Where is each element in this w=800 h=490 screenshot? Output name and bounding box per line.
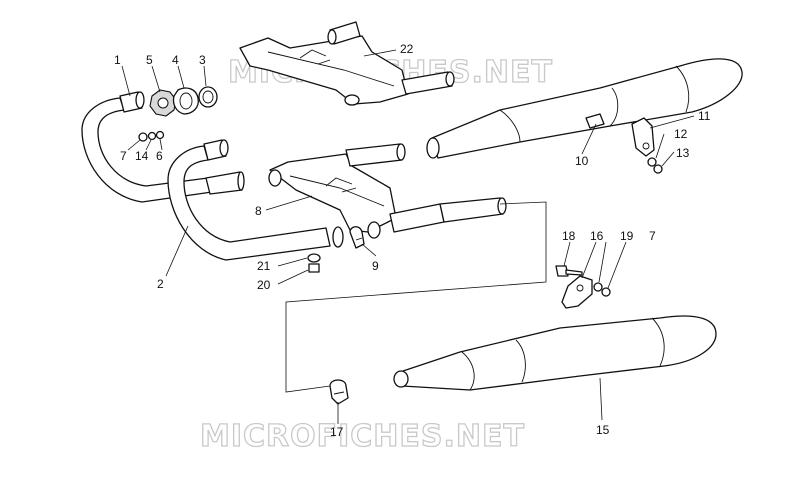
muffler-clip-top: [585, 113, 605, 129]
callout-22: 22: [400, 42, 414, 56]
callout-20: 20: [257, 278, 271, 292]
washer-6: [155, 130, 165, 140]
assembly-line: [285, 201, 547, 393]
exhaust-flange: [172, 87, 199, 115]
callout-7: 7: [120, 149, 127, 163]
washer-19: [593, 282, 603, 292]
callout-17: 17: [330, 425, 344, 439]
muffler-mount-bracket-top: [631, 117, 655, 157]
header-pipe-left: [81, 91, 245, 203]
callout-14: 14: [135, 149, 149, 163]
flange-nut: [149, 89, 177, 117]
callout-6: 6: [156, 149, 163, 163]
pipe-clamp-17: [329, 379, 349, 405]
callout-15: 15: [596, 423, 610, 437]
nut-13: [653, 164, 663, 174]
callout-3: 3: [199, 53, 206, 67]
callout-5: 5: [146, 53, 153, 67]
nut-7-lower: [601, 287, 611, 297]
gasket-ring: [198, 86, 218, 108]
callout-12: 12: [674, 127, 688, 141]
callout-1: 1: [114, 53, 121, 67]
callout-10: 10: [575, 154, 589, 168]
callout-9: 9: [372, 259, 379, 273]
muffler-mount-bracket-lower: [561, 275, 593, 309]
callout-21: 21: [257, 259, 271, 273]
callout-13: 13: [676, 146, 690, 160]
callout-19: 19: [620, 229, 634, 243]
nut-7: [138, 132, 148, 142]
washer-21: [307, 253, 321, 263]
callout-2: 2: [157, 277, 164, 291]
callout-18: 18: [562, 229, 576, 243]
callout-16: 16: [590, 229, 604, 243]
callout-labels: 1 5 4 3 22 7 14 6 11 12 13 10 8 18 16 19…: [114, 42, 711, 439]
crossover-pipe-top: [239, 21, 455, 106]
pipe-clamp-9: [349, 226, 365, 249]
leader-lines: [121, 49, 695, 424]
header-pipe-right: [167, 139, 344, 261]
callout-11: 11: [698, 109, 711, 123]
callout-7-right: 7: [649, 229, 656, 243]
crossover-pipe-middle: [268, 143, 507, 239]
bolt-20: [308, 263, 320, 273]
bolt-18: [555, 265, 583, 277]
callout-4: 4: [172, 53, 179, 67]
muffler-top: [426, 58, 743, 159]
washer-14: [147, 131, 157, 141]
muffler-bottom: [393, 315, 717, 391]
watermark-bottom: MICROFICHES.NET: [200, 419, 525, 454]
callout-8: 8: [255, 204, 262, 218]
washer-12: [647, 157, 657, 167]
